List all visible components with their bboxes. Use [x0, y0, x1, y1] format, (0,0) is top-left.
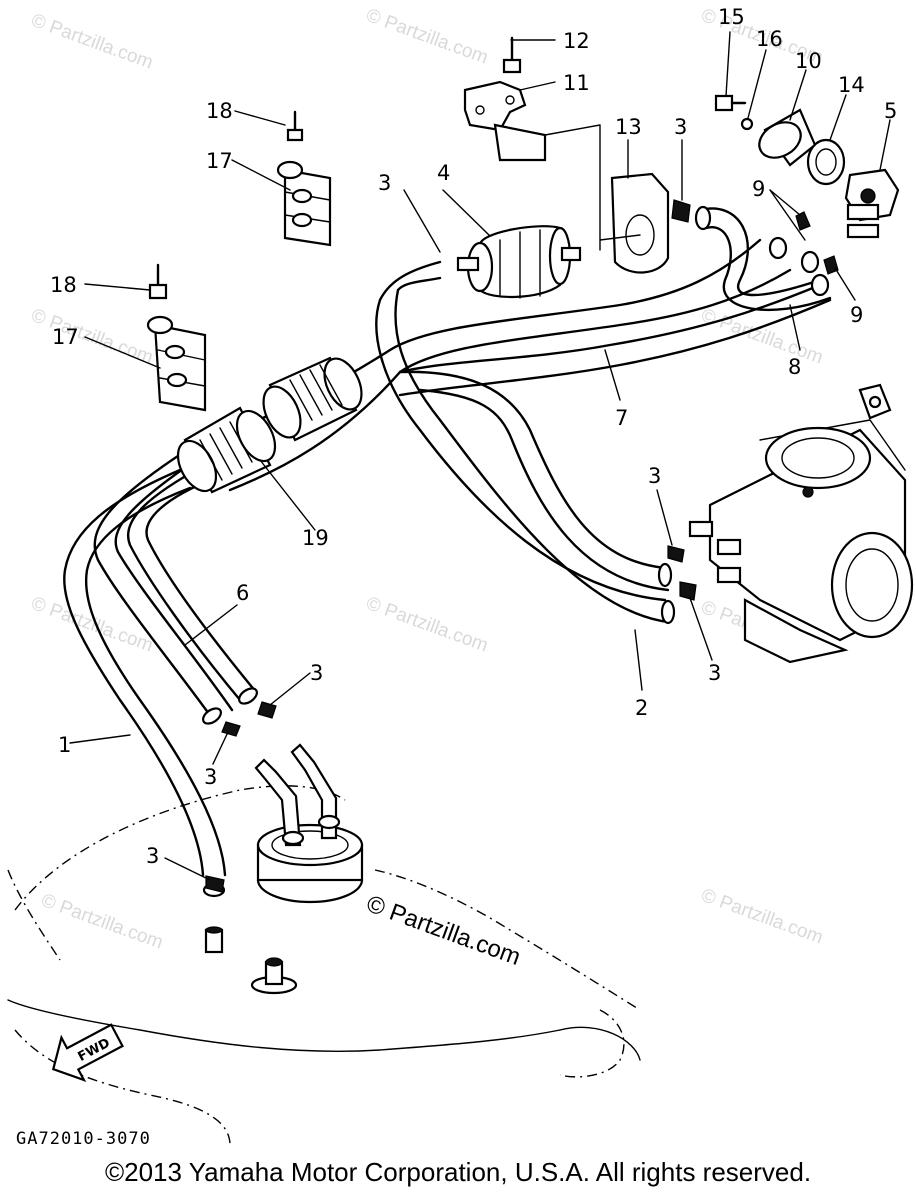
bracket-11 — [463, 36, 601, 251]
grommets — [176, 356, 363, 494]
center-watermark: © Partzilla.com — [363, 890, 524, 971]
callout-3: 3 — [146, 844, 159, 868]
callout-13: 13 — [615, 115, 642, 139]
callout-16: 16 — [756, 27, 783, 51]
fuel-tank — [7, 743, 641, 1146]
callout-3: 3 — [378, 171, 391, 195]
watermark: © Partzilla.com — [28, 10, 155, 74]
callout-2: 2 — [635, 696, 648, 720]
diagram-code: GA72010-3070 — [16, 1129, 151, 1149]
fuel-filter-4 — [456, 225, 582, 299]
callout-10: 10 — [795, 49, 822, 73]
callout-18: 18 — [50, 273, 77, 297]
callout-18: 18 — [206, 99, 233, 123]
watermark: © Partzilla.com — [363, 5, 490, 69]
hose-8 — [698, 207, 822, 297]
nut-14 — [806, 138, 846, 186]
throttle-body — [688, 383, 914, 664]
callout-5: 5 — [884, 99, 897, 123]
callout-11: 11 — [563, 71, 590, 95]
callout-17: 17 — [52, 325, 79, 349]
watermark: © Partzilla.com — [698, 305, 825, 369]
hose-7 — [398, 370, 667, 570]
watermark: © Partzilla.com — [38, 890, 165, 954]
callouts: 12 11 18 17 18 17 3 4 13 3 15 16 10 14 5… — [50, 5, 897, 868]
copyright-notice: ©2013 Yamaha Motor Corporation, U.S.A. A… — [104, 1157, 812, 1187]
hose-2 — [375, 298, 667, 602]
callout-15: 15 — [718, 5, 745, 29]
watermark: © Partzilla.com — [363, 593, 490, 657]
callout-3: 3 — [648, 464, 661, 488]
callout-4: 4 — [437, 161, 450, 185]
callout-8: 8 — [788, 355, 801, 379]
callout-1: 1 — [58, 733, 71, 757]
callout-19: 19 — [302, 526, 329, 550]
callout-3: 3 — [674, 115, 687, 139]
callout-6: 6 — [236, 581, 249, 605]
callout-3: 3 — [204, 765, 217, 789]
screw-15 — [714, 94, 734, 112]
callout-14: 14 — [838, 73, 865, 97]
fuel-cock-5 — [714, 94, 900, 275]
watermark: © Partzilla.com — [698, 885, 825, 949]
callout-9: 9 — [752, 177, 765, 201]
callout-12: 12 — [563, 29, 590, 53]
callout-7: 7 — [615, 406, 628, 430]
callout-3: 3 — [310, 661, 323, 685]
guard-13 — [599, 172, 670, 274]
clamp-17-lower — [146, 263, 207, 412]
callout-17: 17 — [206, 149, 233, 173]
callout-9: 9 — [850, 303, 863, 327]
callout-3: 3 — [708, 661, 721, 685]
hose-6 — [93, 446, 214, 720]
watermark: © Partzilla.com — [28, 593, 155, 657]
clamp-17-upper — [276, 110, 332, 247]
leader-lines — [69, 31, 891, 881]
washer-16 — [740, 117, 754, 131]
hose-1 — [63, 468, 205, 877]
watermark-layer: © Partzilla.com © Partzilla.com © Partzi… — [28, 5, 825, 954]
